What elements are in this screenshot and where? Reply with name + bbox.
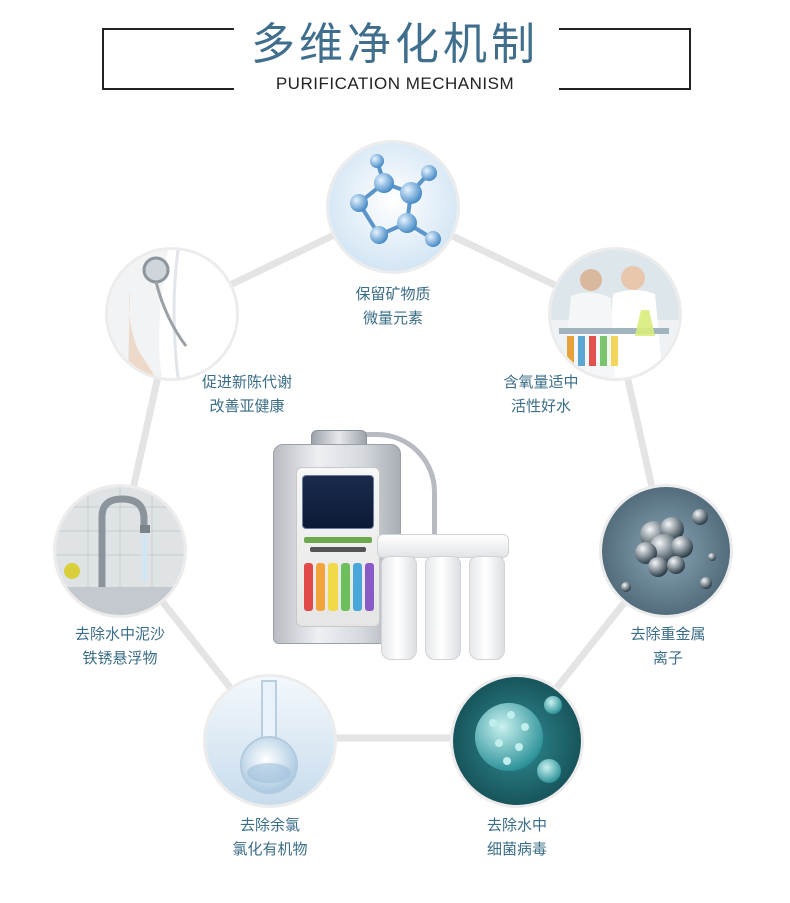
- key: [316, 563, 326, 611]
- caption-line: 保留矿物质: [355, 285, 431, 303]
- caption-line: 细菌病毒: [486, 840, 547, 858]
- right-bracket-frame: [559, 28, 691, 90]
- feature-caption-minerals: 保留矿物质 微量元素: [293, 282, 493, 330]
- particles-image: [602, 487, 730, 615]
- feature-caption-metabolism: 促进新陈代谢 改善亚健康: [147, 370, 347, 418]
- model-label: [310, 547, 366, 552]
- three-stage-filter: [377, 534, 509, 664]
- caption-line: 去除水中: [486, 816, 547, 834]
- feature-caption-bacteria: 去除水中 细菌病毒: [417, 813, 617, 861]
- caption-line: 改善亚健康: [209, 397, 285, 415]
- caption-line: 离子: [652, 649, 683, 667]
- colored-keys: [304, 563, 375, 611]
- caption-line: 微量元素: [362, 309, 423, 327]
- caption-line: 去除水中泥沙: [74, 625, 165, 643]
- filter-cartridge: [469, 556, 505, 660]
- display-screen: [302, 475, 374, 529]
- left-bracket-frame: [102, 28, 234, 90]
- key: [304, 563, 314, 611]
- filter-head: [377, 534, 509, 558]
- feature-caption-oxygen: 含氧量适中 活性好水: [441, 370, 641, 418]
- laboratory-image: [551, 250, 679, 378]
- key: [352, 563, 362, 611]
- caption-line: 活性好水: [510, 397, 571, 415]
- key: [340, 563, 350, 611]
- caption-line: 氯化有机物: [232, 840, 308, 858]
- page-title: 多维净化机制: [251, 19, 539, 70]
- stethoscope-image: [108, 250, 236, 378]
- faucet-image: [56, 487, 184, 615]
- key: [328, 563, 338, 611]
- page-subtitle: PURIFICATION MECHANISM: [275, 74, 515, 93]
- feature-caption-heavy-metals: 去除重金属 离子: [568, 622, 768, 670]
- caption-line: 含氧量适中: [503, 373, 579, 391]
- virus-image: [453, 677, 581, 805]
- feature-caption-sediment: 去除水中泥沙 铁锈悬浮物: [20, 622, 220, 670]
- title-mask: [234, 20, 559, 70]
- water-ionizer-product-image: [273, 430, 513, 670]
- flask-image: [206, 677, 334, 805]
- caption-line: 去除重金属: [630, 625, 706, 643]
- caption-line: 促进新陈代谢: [201, 373, 292, 391]
- caption-line: 铁锈悬浮物: [82, 649, 158, 667]
- filter-cartridge: [381, 556, 417, 660]
- caption-line: 去除余氯: [239, 816, 300, 834]
- brand-logo: [304, 537, 372, 543]
- feature-caption-chlorine: 去除余氯 氯化有机物: [170, 813, 370, 861]
- molecule-image: [329, 143, 457, 271]
- key: [364, 563, 375, 611]
- filter-cartridge: [425, 556, 461, 660]
- faucet-hose: [357, 432, 437, 572]
